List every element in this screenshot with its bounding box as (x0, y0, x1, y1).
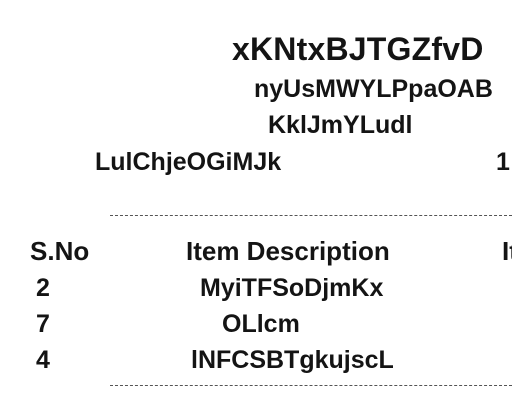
row-description: OLlcm (222, 310, 300, 338)
receipt-title: xKNtxBJTGZfvD (232, 31, 484, 67)
header-description: Item Description (186, 236, 390, 266)
receipt-meta-right: 1 (496, 148, 510, 176)
row-sno: 4 (36, 346, 50, 374)
row-description: lNFCSBTgkujscL (191, 346, 394, 374)
receipt-subline: KklJmYLudl (268, 111, 413, 139)
divider-bottom (110, 385, 512, 386)
row-description: MyiTFSoDjmKx (200, 274, 384, 302)
row-sno: 7 (36, 310, 50, 338)
receipt-meta-left: LulChjeOGiMJk (95, 148, 282, 176)
divider-top (110, 215, 512, 216)
receipt-subtitle: nyUsMWYLPpaOAB (254, 75, 493, 103)
header-third-column: It (502, 236, 512, 266)
header-sno: S.No (30, 236, 90, 266)
row-sno: 2 (36, 274, 50, 302)
